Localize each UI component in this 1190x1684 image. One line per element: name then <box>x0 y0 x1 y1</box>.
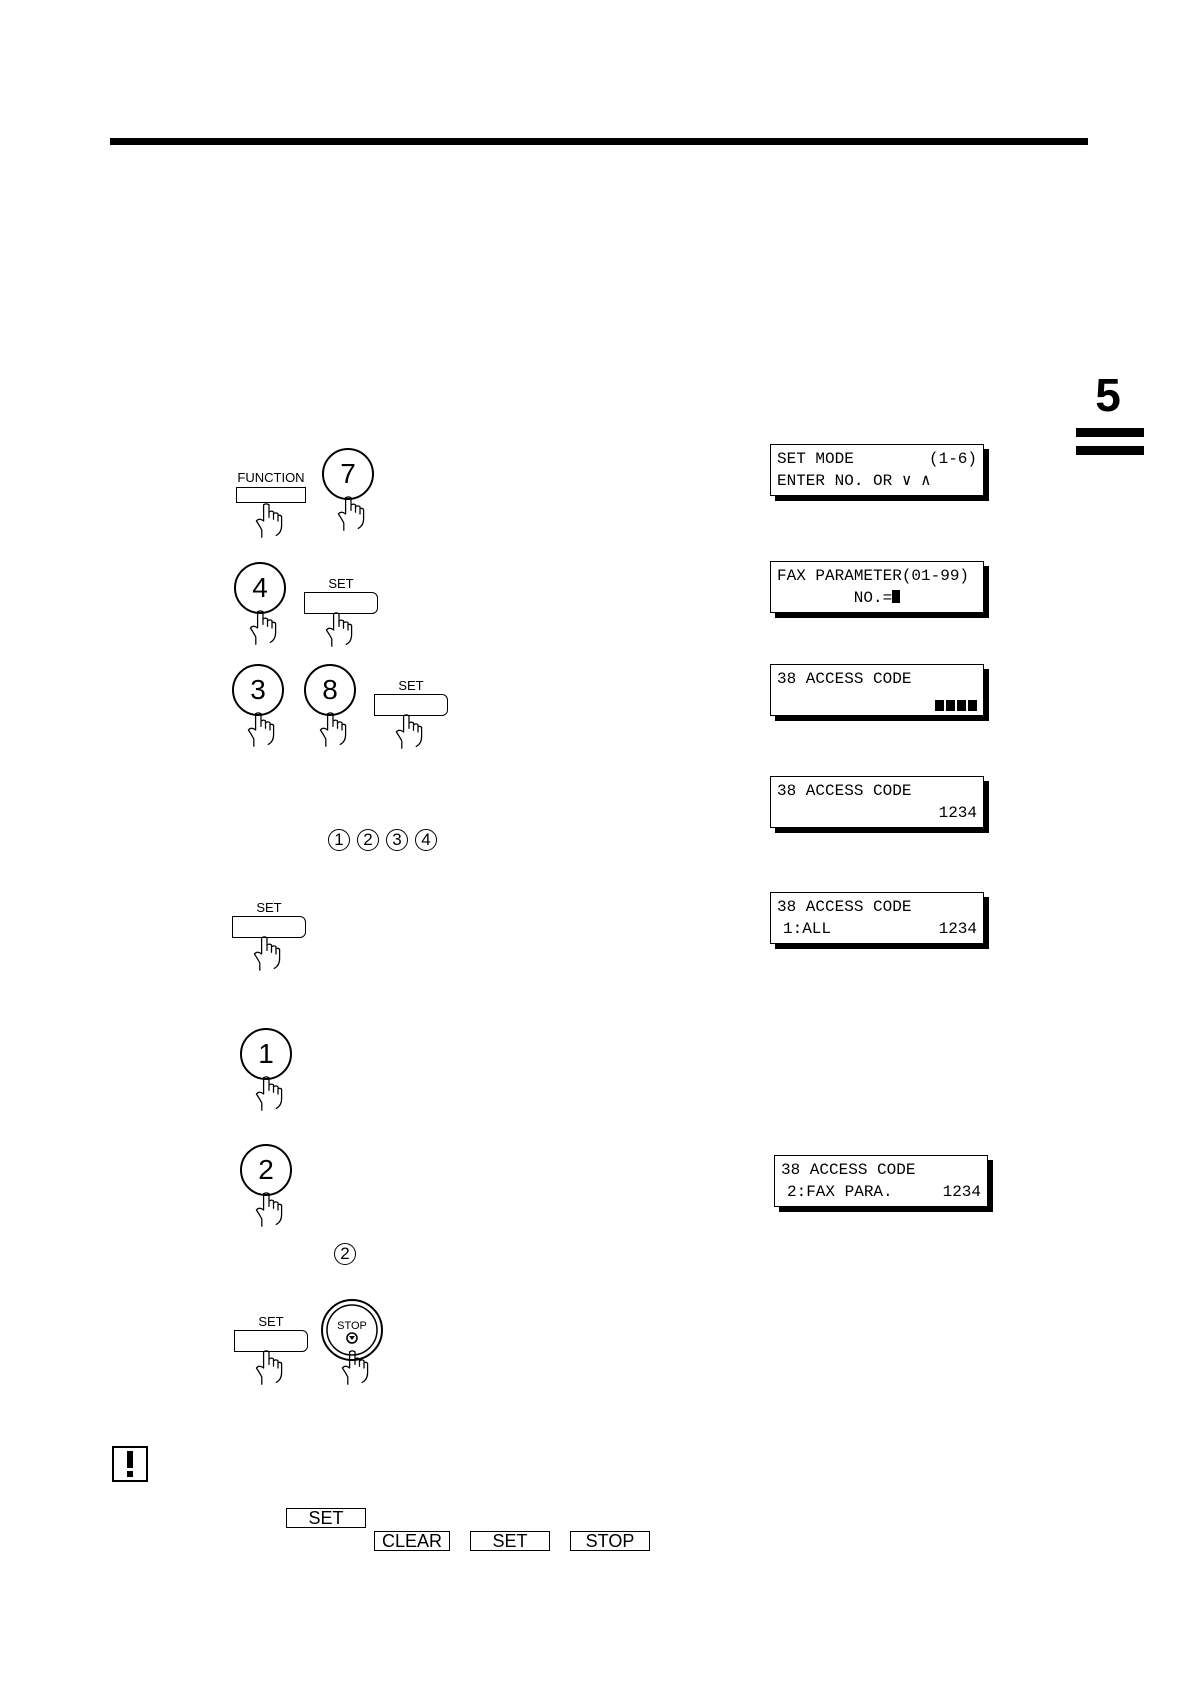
small-digit-2: 2 <box>357 829 379 851</box>
finger-press-icon <box>249 610 277 645</box>
lcd-fax-parameter: FAX PARAMETER(01-99) NO.= <box>770 561 984 613</box>
lcd-text: 38 ACCESS CODE <box>777 898 912 916</box>
finger-press-icon <box>325 612 353 647</box>
digit-2-label: 2 <box>240 1144 292 1196</box>
exclamation-icon <box>127 1451 133 1477</box>
lcd-access-code-all: 38 ACCESS CODE 1:ALL 1234 <box>770 892 984 944</box>
set-key[interactable]: SET <box>232 900 306 971</box>
lcd-access-code-fax-para: 38 ACCESS CODE 2:FAX PARA. 1234 <box>774 1155 988 1207</box>
lcd-text: 38 ACCESS CODE <box>781 1161 916 1179</box>
finger-press-icon <box>255 1192 283 1227</box>
digit-2-key[interactable]: 2 <box>240 1144 296 1230</box>
function-key-body <box>236 487 306 503</box>
lcd-text: 38 ACCESS CODE <box>777 782 912 800</box>
digit-8-label: 8 <box>304 664 356 716</box>
masked-code <box>933 696 977 718</box>
function-key-label: FUNCTION <box>237 470 305 485</box>
set-key-label: SET <box>328 576 354 591</box>
set-key[interactable]: SET <box>374 678 448 749</box>
lcd-set-mode: SET MODE (1-6) ENTER NO. OR ∨ ∧ <box>770 444 984 496</box>
lcd-text: SET MODE <box>777 450 854 468</box>
note-key-stop: STOP <box>570 1531 650 1551</box>
chapter-bar-top <box>1076 428 1144 437</box>
set-key[interactable]: SET <box>304 576 378 647</box>
lcd-text: 1:ALL <box>783 920 832 938</box>
lcd-access-code-entered: 38 ACCESS CODE 1234 <box>770 776 984 828</box>
finger-press-icon <box>255 1350 283 1385</box>
digit-1-label: 1 <box>240 1028 292 1080</box>
finger-press-icon <box>319 712 347 747</box>
chapter-bar-bottom <box>1076 446 1144 455</box>
set-key-label: SET <box>258 1314 284 1329</box>
digit-4-label: 4 <box>234 562 286 614</box>
set-key[interactable]: SET <box>234 1314 308 1385</box>
stop-key-ring-icon <box>321 1299 383 1361</box>
lcd-text: 38 ACCESS CODE <box>777 670 912 688</box>
digit-7-key[interactable]: 7 <box>322 448 378 534</box>
small-digit-2: 2 <box>334 1243 356 1265</box>
note-icon <box>112 1446 148 1482</box>
header-rule <box>110 138 1088 145</box>
chapter-number: 5 <box>1095 369 1121 421</box>
finger-press-icon <box>255 503 283 538</box>
lcd-text: ENTER NO. OR ∨ ∧ <box>777 472 931 490</box>
finger-press-icon <box>253 936 281 971</box>
lcd-text: 1234 <box>938 804 977 822</box>
note-key-set: SET <box>470 1531 550 1551</box>
set-key-label: SET <box>256 900 282 915</box>
set-key-body <box>234 1330 308 1352</box>
note-key-clear: CLEAR <box>374 1531 450 1551</box>
lcd-text: FAX PARAMETER(01-99) <box>777 567 970 585</box>
stop-key[interactable]: STOP <box>320 1298 384 1388</box>
lcd-text: NO.= <box>853 589 893 607</box>
finger-press-icon <box>337 496 365 531</box>
lcd-text: 1234 <box>938 920 977 938</box>
lcd-cursor <box>892 590 901 603</box>
finger-press-icon <box>341 1350 369 1385</box>
function-key[interactable]: FUNCTION <box>236 470 306 538</box>
finger-press-icon <box>247 712 275 747</box>
digit-4-key[interactable]: 4 <box>234 562 290 648</box>
small-digit-1: 1 <box>328 829 350 851</box>
digit-8-key[interactable]: 8 <box>304 664 360 750</box>
lcd-access-code-masked: 38 ACCESS CODE <box>770 664 984 716</box>
set-key-body <box>304 592 378 614</box>
set-key-body <box>374 694 448 716</box>
digit-3-label: 3 <box>232 664 284 716</box>
lcd-text: (1-6) <box>928 450 977 468</box>
lcd-text: 2:FAX PARA. <box>787 1183 893 1201</box>
lcd-text: 1234 <box>942 1183 981 1201</box>
digit-3-key[interactable]: 3 <box>232 664 288 750</box>
set-key-label: SET <box>398 678 424 693</box>
digit-7-label: 7 <box>322 448 374 500</box>
note-key-set: SET <box>286 1508 366 1528</box>
finger-press-icon <box>395 714 423 749</box>
set-key-body <box>232 916 306 938</box>
finger-press-icon <box>255 1076 283 1111</box>
small-digit-4: 4 <box>415 829 437 851</box>
stop-key-label: STOP <box>337 1320 367 1332</box>
small-digit-3: 3 <box>386 829 408 851</box>
digit-1-key[interactable]: 1 <box>240 1028 296 1114</box>
